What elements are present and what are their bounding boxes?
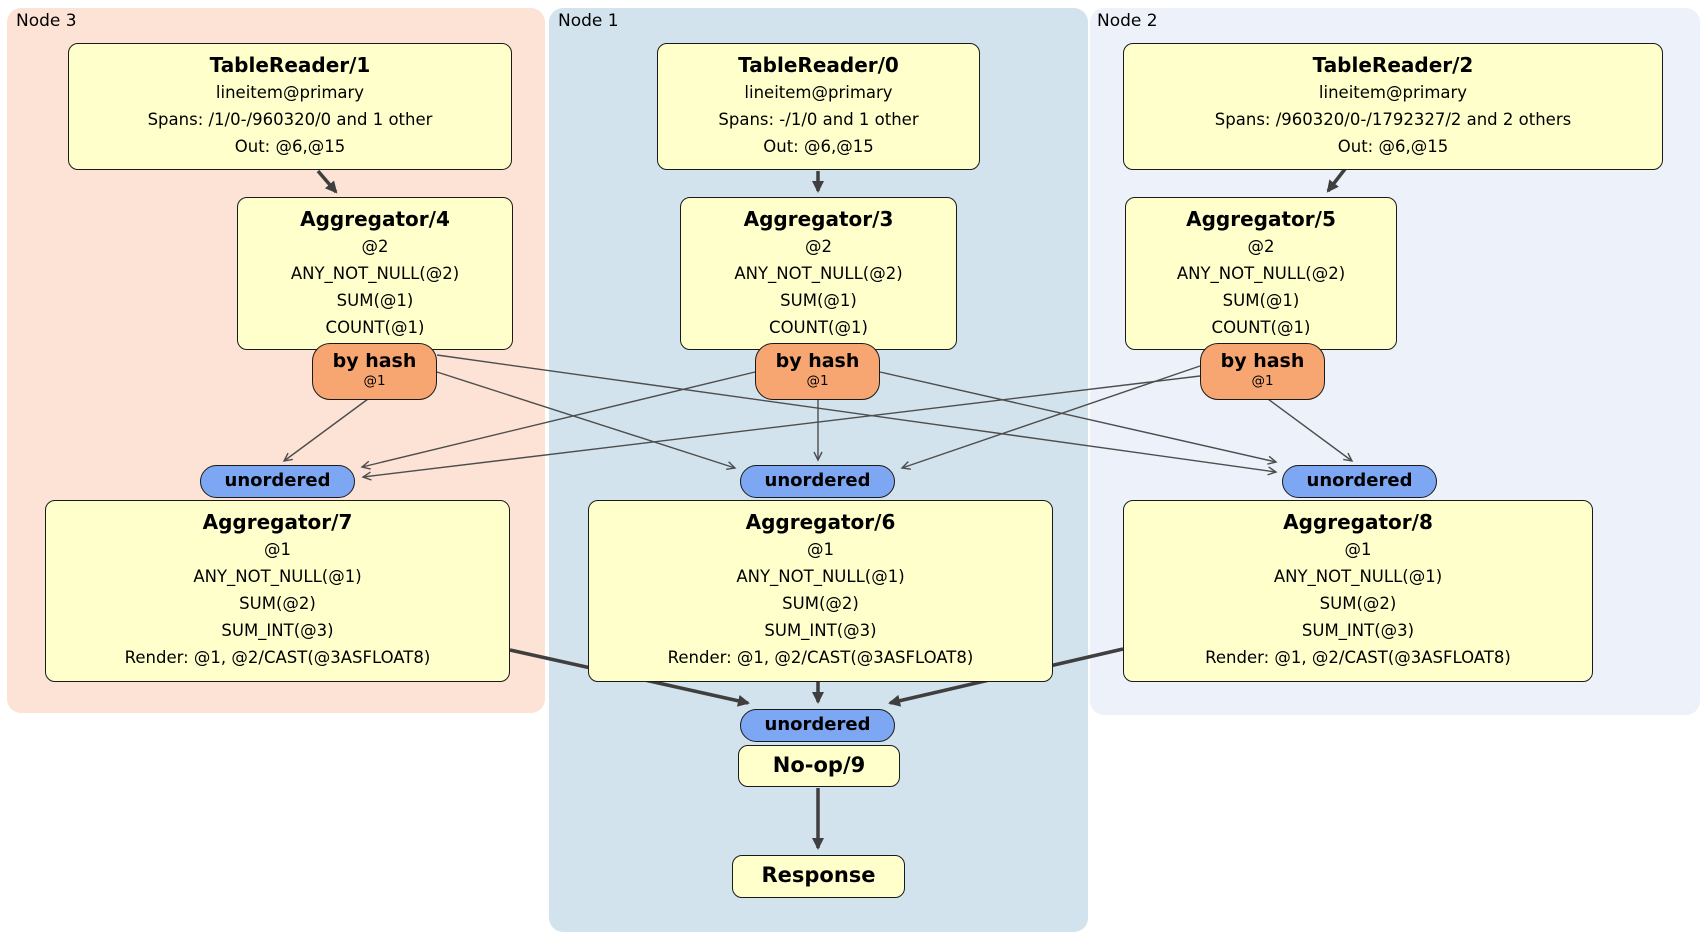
router-detail: @1 <box>363 373 386 389</box>
box-line: lineitem@primary <box>1318 83 1468 102</box>
box-line: ANY_NOT_NULL(@2) <box>734 264 903 283</box>
box-title: Aggregator/3 <box>743 207 894 231</box>
box-title: TableReader/1 <box>209 53 371 77</box>
box-line: ANY_NOT_NULL(@2) <box>290 264 460 283</box>
box-line: ANY_NOT_NULL(@1) <box>193 567 362 586</box>
box-line: Spans: /960320/0-/1792327/2 and 2 others <box>1214 110 1572 129</box>
box-line: @1 <box>1344 540 1372 559</box>
box-line: COUNT(@1) <box>325 318 425 337</box>
box-line: lineitem@primary <box>744 83 893 102</box>
box-line: @2 <box>361 237 389 256</box>
plan-box-aggregator-3: Aggregator/3 @2 ANY_NOT_NULL(@2) SUM(@1)… <box>680 197 957 350</box>
box-line: ANY_NOT_NULL(@1) <box>736 567 905 586</box>
box-line: COUNT(@1) <box>769 318 868 337</box>
router-detail: @1 <box>1251 373 1274 389</box>
router-label: by hash <box>775 350 860 372</box>
plan-box-aggregator-5: Aggregator/5 @2 ANY_NOT_NULL(@2) SUM(@1)… <box>1125 197 1397 350</box>
box-line: lineitem@primary <box>215 83 365 102</box>
router-by-hash-node3: by hash @1 <box>312 343 437 400</box>
plan-box-no-op-9: No-op/9 <box>738 745 900 787</box>
sync-unordered-final: unordered <box>740 709 895 742</box>
box-line: ANY_NOT_NULL(@2) <box>1176 264 1346 283</box>
box-line: Spans: -/1/0 and 1 other <box>718 110 919 129</box>
plan-box-aggregator-6: Aggregator/6 @1 ANY_NOT_NULL(@1) SUM(@2)… <box>588 500 1053 682</box>
box-title: Aggregator/8 <box>1283 510 1433 534</box>
plan-box-aggregator-8: Aggregator/8 @1 ANY_NOT_NULL(@1) SUM(@2)… <box>1123 500 1593 682</box>
router-label: by hash <box>1220 350 1305 372</box>
box-title: Aggregator/7 <box>202 510 353 534</box>
box-title: Aggregator/6 <box>745 510 896 534</box>
box-line: Spans: /1/0-/960320/0 and 1 other <box>147 110 433 129</box>
box-line: @1 <box>807 540 834 559</box>
box-line: Out: @6,@15 <box>234 137 346 156</box>
plan-box-tablereader-1: TableReader/1 lineitem@primary Spans: /1… <box>68 43 512 170</box>
router-detail: @1 <box>806 373 829 389</box>
router-label: by hash <box>332 350 417 372</box>
box-line: SUM(@1) <box>1222 291 1300 310</box>
box-line: SUM(@2) <box>782 594 859 613</box>
plan-box-response: Response <box>732 855 905 898</box>
box-line: @2 <box>1247 237 1275 256</box>
box-title: TableReader/0 <box>738 53 899 77</box>
sync-unordered-node1: unordered <box>740 465 895 498</box>
box-line: SUM_INT(@3) <box>764 621 877 640</box>
box-line: SUM(@2) <box>1319 594 1397 613</box>
box-line: Render: @1, @2/CAST(@3ASFLOAT8) <box>124 648 431 667</box>
box-line: Out: @6,@15 <box>763 137 874 156</box>
box-line: SUM(@1) <box>780 291 857 310</box>
plan-box-aggregator-4: Aggregator/4 @2 ANY_NOT_NULL(@2) SUM(@1)… <box>237 197 513 350</box>
sync-unordered-node3: unordered <box>200 465 355 498</box>
router-by-hash-node1: by hash @1 <box>755 343 880 400</box>
box-line: SUM(@2) <box>239 594 316 613</box>
box-line: @1 <box>264 540 291 559</box>
box-line: SUM(@1) <box>336 291 414 310</box>
box-title: Aggregator/4 <box>300 207 450 231</box>
box-title: Aggregator/5 <box>1186 207 1336 231</box>
box-line: ANY_NOT_NULL(@1) <box>1273 567 1443 586</box>
box-title: Response <box>761 863 876 887</box>
plan-box-aggregator-7: Aggregator/7 @1 ANY_NOT_NULL(@1) SUM(@2)… <box>45 500 510 682</box>
box-line: Out: @6,@15 <box>1337 137 1449 156</box>
plan-box-tablereader-2: TableReader/2 lineitem@primary Spans: /9… <box>1123 43 1663 170</box>
plan-box-tablereader-0: TableReader/0 lineitem@primary Spans: -/… <box>657 43 980 170</box>
node-group-2-label: Node 2 <box>1097 11 1158 31</box>
box-line: COUNT(@1) <box>1211 318 1311 337</box>
box-line: Render: @1, @2/CAST(@3ASFLOAT8) <box>667 648 974 667</box>
box-line: SUM_INT(@3) <box>1301 621 1415 640</box>
box-title: TableReader/2 <box>1312 53 1474 77</box>
router-by-hash-node2: by hash @1 <box>1200 343 1325 400</box>
sync-unordered-node2: unordered <box>1282 465 1437 498</box>
box-line: Render: @1, @2/CAST(@3ASFLOAT8) <box>1205 648 1511 667</box>
node-group-3-label: Node 3 <box>16 11 77 31</box>
node-group-1-label: Node 1 <box>558 11 619 31</box>
box-title: No-op/9 <box>772 753 866 777</box>
box-line: SUM_INT(@3) <box>221 621 334 640</box>
box-line: @2 <box>805 237 832 256</box>
